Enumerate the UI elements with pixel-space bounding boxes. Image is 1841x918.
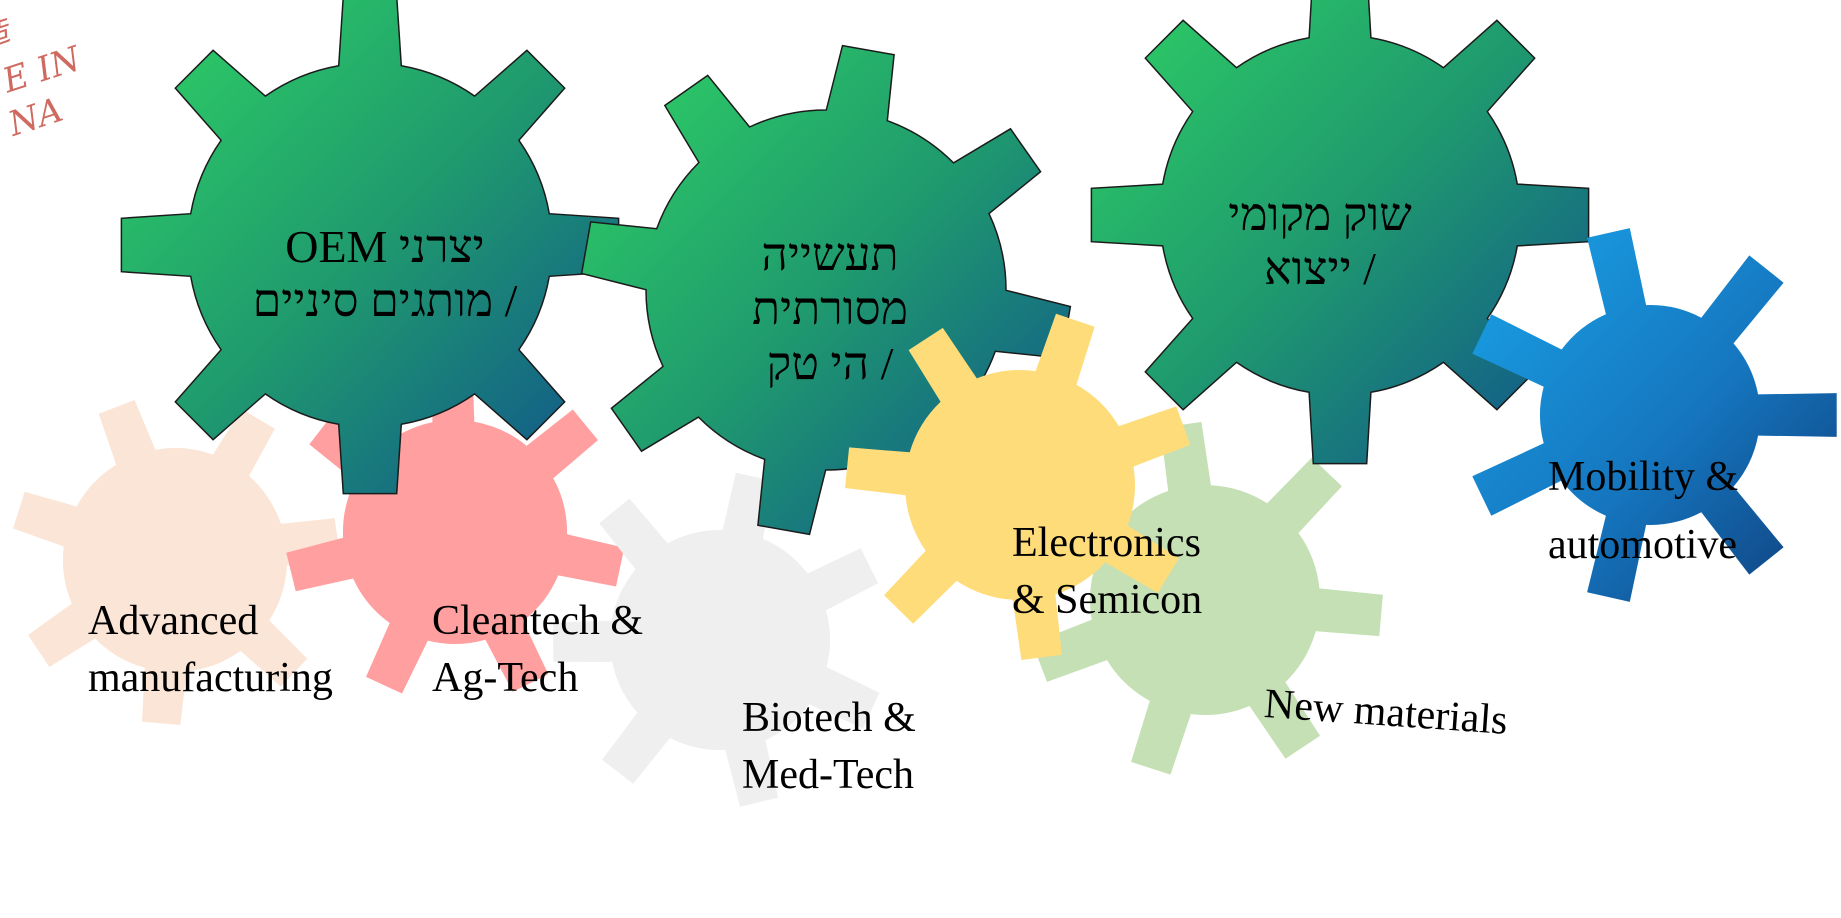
gear-new-materials — [1032, 422, 1383, 775]
gear-label-mobility: Mobility & automotive — [1548, 454, 1739, 569]
gear-label-biotech: Biotech & Med-Tech — [742, 695, 916, 798]
gear-mobility-automotive — [1472, 228, 1837, 602]
gear-oem-brands — [120, 0, 620, 495]
svg-text:造: 造 — [0, 12, 16, 55]
gear-advanced-manufacturing — [13, 400, 340, 725]
gear-label-cleantech: Cleantech & Ag-Tech — [432, 598, 644, 701]
gear-label-industry: תעשייה מסורתית / הי טק — [752, 229, 908, 389]
gear-local-market-export — [1090, 0, 1590, 465]
svg-text:E IN: E IN — [0, 39, 86, 102]
gear-biotech-medtech — [552, 472, 880, 807]
gear-label-electronics: Electronics & Semicon — [1012, 520, 1203, 623]
gear-label-oem: יצרני OEM / מותגים סיניים — [252, 221, 518, 327]
stamp-fragment: 造 E IN NA — [0, 12, 86, 145]
gear-label-market: שוק מקומי / ייצוא — [1228, 189, 1412, 295]
gear-label-advanced: Advanced manufacturing — [88, 598, 333, 701]
gear-electronics-semicon — [845, 313, 1191, 660]
